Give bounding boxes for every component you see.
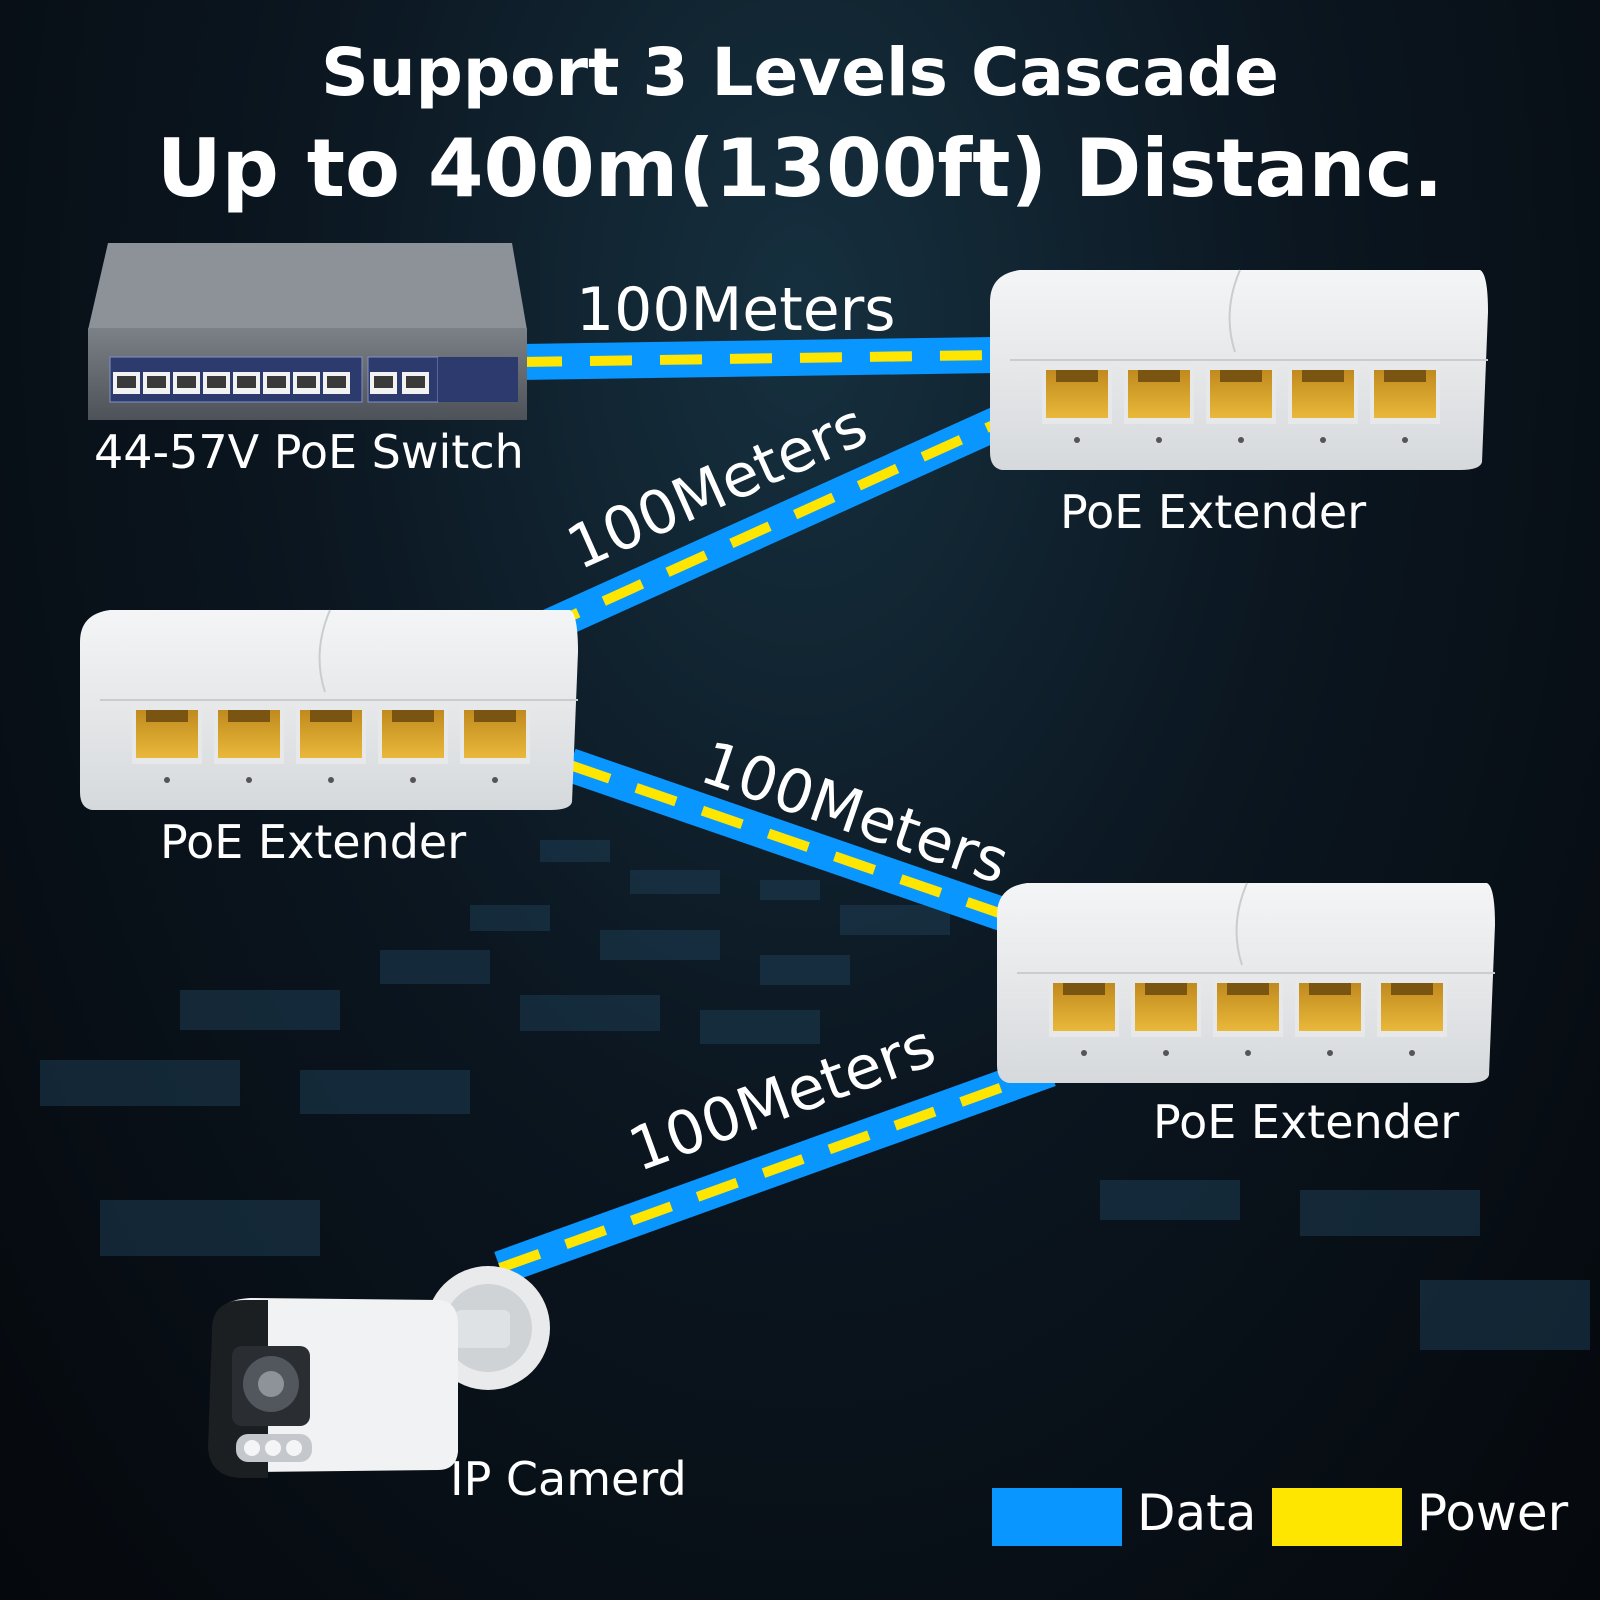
switch-port [370, 372, 397, 394]
cable-1-label: 100Meters [576, 275, 896, 345]
poe-extender-3 [997, 882, 1495, 1083]
extender-port [1288, 366, 1358, 443]
switch-port [323, 372, 350, 394]
extender-port [1124, 366, 1194, 443]
switch-port [203, 372, 230, 394]
floor-tiles [40, 840, 1590, 1350]
switch-port [402, 372, 429, 394]
extender-port [1370, 366, 1440, 443]
switch-port [293, 372, 320, 394]
cable-2 [532, 406, 1008, 646]
poe-switch [88, 243, 527, 420]
cable-4 [494, 1054, 1056, 1284]
cable-1 [519, 337, 996, 380]
switch-ports [113, 372, 429, 394]
extender-port [1377, 979, 1447, 1056]
legend-data-label: Data [1137, 1484, 1257, 1542]
extender-port [214, 706, 284, 783]
switch-port [233, 372, 260, 394]
extender-port [1131, 979, 1201, 1056]
title-line-1: Support 3 Levels Cascade [321, 34, 1279, 111]
extender-port [1206, 366, 1276, 443]
poe-extender-2 [80, 609, 578, 810]
legend-data-swatch [992, 1488, 1122, 1546]
extender-port [1042, 366, 1112, 443]
extender-port [1213, 979, 1283, 1056]
switch-port [113, 372, 140, 394]
ip-camera [208, 1266, 550, 1478]
extender-port [296, 706, 366, 783]
legend-power-label: Power [1417, 1484, 1569, 1542]
switch-port [173, 372, 200, 394]
switch-label: 44-57V PoE Switch [94, 425, 524, 479]
extender-port [460, 706, 530, 783]
cable-3 [564, 748, 1011, 932]
switch-port [143, 372, 170, 394]
legend-power-swatch [1272, 1488, 1402, 1546]
extender-port [1049, 979, 1119, 1056]
extender-1-label: PoE Extender [1060, 485, 1367, 539]
switch-port [263, 372, 290, 394]
poe-extender-1 [990, 269, 1488, 470]
camera-label: IP Camerd [450, 1452, 687, 1506]
title-line-2: Up to 400m(1300ft) Distanc. [156, 122, 1444, 215]
extender-port [378, 706, 448, 783]
extender-2-label: PoE Extender [160, 815, 467, 869]
extender-port [132, 706, 202, 783]
extender-port [1295, 979, 1365, 1056]
extender-3-label: PoE Extender [1153, 1095, 1460, 1149]
